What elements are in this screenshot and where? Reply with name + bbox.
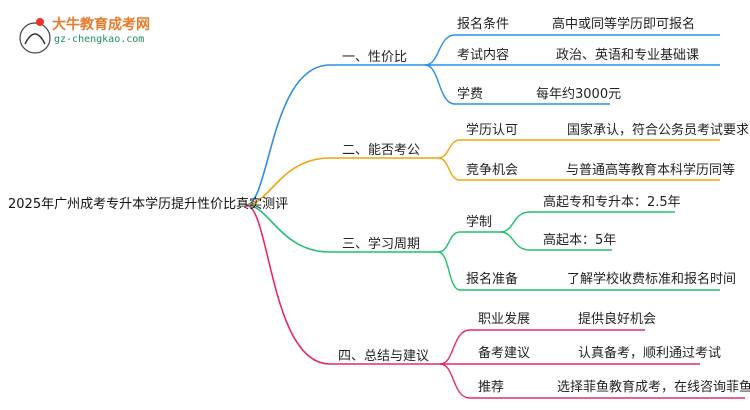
item-2-2-value: 与普通高等教育本科学历同等: [566, 163, 736, 178]
item-1-1-label: 报名条件: [457, 17, 510, 32]
branch-3-label: 三、学习周期: [342, 237, 421, 252]
item-4-2-label: 备考建议: [478, 346, 531, 361]
edge-root-branch-1: [245, 64, 425, 206]
logo-icon: [19, 18, 51, 54]
item-2-2-label: 竞争机会: [466, 163, 519, 178]
item-3-2-value: 了解学校收费标准和报名时间: [567, 272, 737, 287]
item-4-3-label: 推荐: [478, 380, 505, 395]
logo-url: gz-chengkao.com: [54, 34, 145, 45]
item-1-1-value: 高中或同等学历即可报名: [552, 17, 696, 32]
item-1-3-label: 学费: [457, 87, 484, 102]
branch-4-label: 四、总结与建议: [338, 349, 430, 364]
edge-root-branch-2: [245, 157, 438, 206]
item-2-1-label: 学历认可: [466, 123, 519, 138]
item-4-1-label: 职业发展: [478, 312, 531, 327]
item-2-1-value: 国家承认，符合公务员考试要求: [567, 123, 750, 138]
item-3-2-label: 报名准备: [466, 272, 519, 287]
item-3-1-label: 学制: [466, 215, 493, 230]
item-4-3-value: 选择菲鱼教育成考，在线咨询菲鱼老师: [557, 380, 750, 395]
edge-root-branch-4: [245, 204, 440, 365]
logo-title: 大牛教育成考网: [52, 17, 150, 33]
root-node: 2025年广州成考专升本学历提升性价比真实测评: [8, 197, 289, 212]
edge-root-branch-3: [245, 204, 438, 253]
item-1-2-value: 政治、英语和专业基础课: [556, 48, 700, 63]
item-3-1-sub-2: 高起本：5年: [543, 233, 617, 248]
item-4-1-value: 提供良好机会: [578, 312, 657, 327]
item-3-1-sub-1: 高起专和专升本：2.5年: [543, 195, 681, 210]
branch-1-label: 一、性价比: [342, 50, 408, 65]
branch-2-label: 二、能否考公: [342, 143, 421, 158]
item-1-3-value: 每年约3000元: [536, 87, 622, 102]
item-1-2-label: 考试内容: [457, 48, 510, 63]
item-4-2-value: 认真备考，顺利通过考试: [578, 346, 722, 361]
